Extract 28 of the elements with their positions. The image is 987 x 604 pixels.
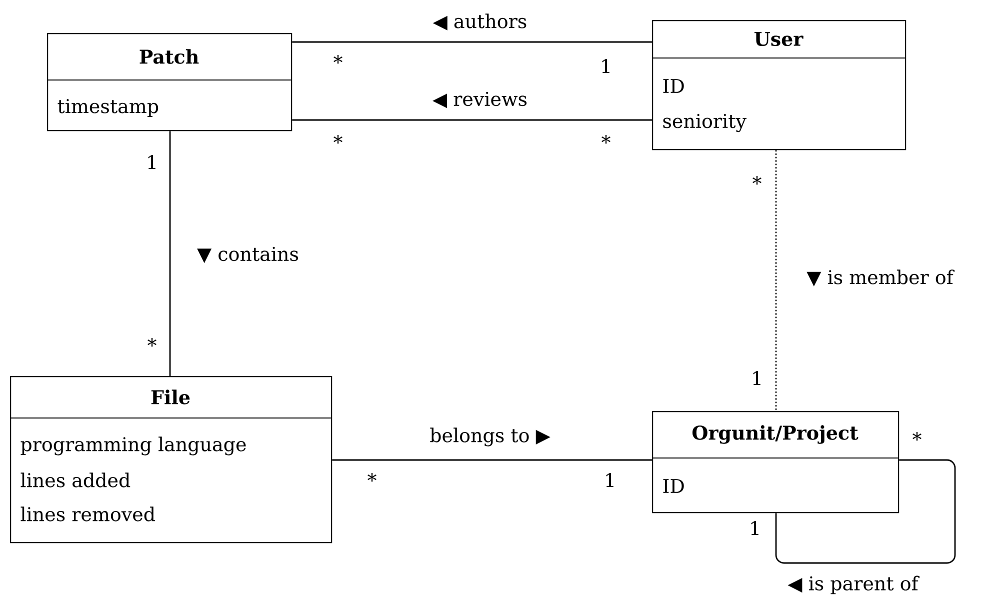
association-line (292, 41, 652, 43)
multiplicity-label: * (602, 134, 610, 144)
multiplicity-label: 1 (148, 154, 156, 170)
association-line (332, 459, 652, 461)
multiplicity-label: 1 (751, 520, 758, 536)
multiplicity-label: * (368, 472, 376, 482)
edge-label: ◀ reviews (432, 92, 527, 108)
multiplicity-label: * (334, 54, 342, 64)
class-box: User ID seniority (652, 20, 906, 150)
class-box: File programming language lines added lines removed (10, 376, 332, 544)
association-line (169, 131, 171, 376)
multiplicity-label: 1 (602, 58, 610, 74)
association-line (775, 150, 777, 411)
edge-label: ▼ contains (197, 246, 298, 264)
edge-label: ◀ is parent of (788, 576, 920, 594)
multiplicity-label: 1 (606, 472, 614, 488)
edge-label: ◀ authors (432, 14, 526, 30)
multiplicity-label: * (912, 432, 922, 441)
edge-label: ▼ is member of (806, 270, 955, 286)
multiplicity-label: * (752, 176, 762, 185)
class-box: Orgunit/Project ID (652, 411, 900, 514)
association-line (292, 119, 652, 121)
edge-label: belongs to ▶ (430, 428, 550, 446)
multiplicity-label: * (148, 338, 156, 347)
association-line (775, 459, 956, 564)
class-box: Patch timestamp (47, 33, 292, 132)
multiplicity-label: 1 (753, 370, 760, 386)
multiplicity-label: * (334, 134, 342, 144)
